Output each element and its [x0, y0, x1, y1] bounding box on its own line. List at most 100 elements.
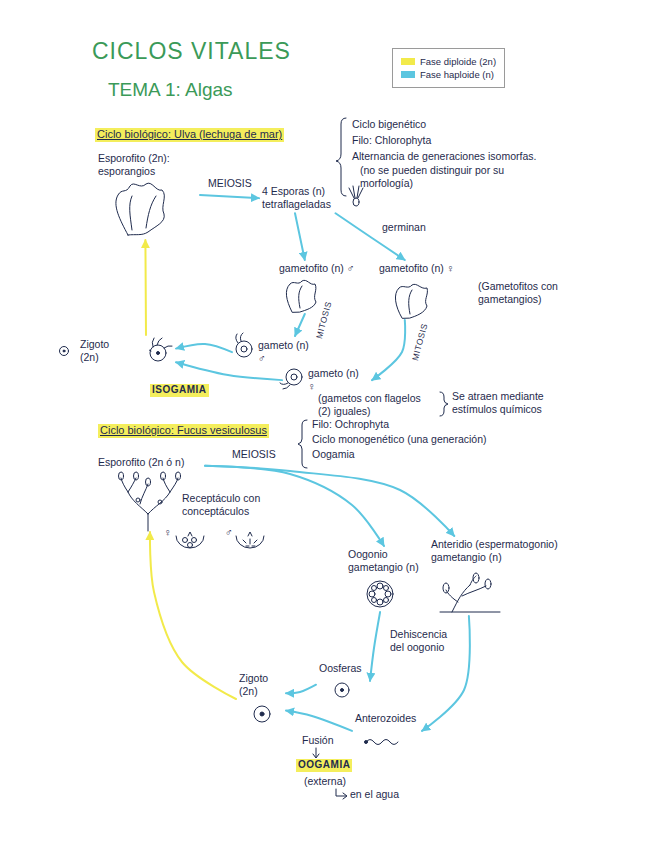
ulva-sporophyte-drawing: [130, 196, 132, 230]
note: Ciclo bigenético: [352, 118, 426, 131]
subtitle: TEMA 1: Algas: [108, 78, 233, 102]
conceptacle-drawing: [236, 536, 264, 548]
note: Filo: Ochrophyta: [312, 418, 389, 431]
antheridium-drawing: [446, 576, 486, 612]
stage-node: Anteridio (espermatogonio) gametangio (n…: [428, 536, 574, 616]
legend-text: Fase haploide (n): [420, 69, 494, 80]
cycle-arrow: [336, 213, 405, 260]
gametophyte-drawing: [395, 284, 427, 318]
stage-node: Esporofito (2n ó n): [95, 454, 205, 532]
stage-node: gameto (n) ♂: [232, 336, 322, 368]
gametophyte-drawing: [299, 286, 302, 308]
edge-label: MEIOSIS: [208, 177, 252, 190]
antherozoid-drawing: [366, 740, 398, 745]
antherozoid-drawing: [365, 740, 399, 745]
gamete-drawing: [280, 383, 290, 389]
legend-text: Fase diploide (2n): [420, 56, 496, 67]
gamete-drawing: [241, 346, 247, 352]
conceptacle-drawing: [176, 532, 264, 548]
zygote-drawing: [149, 338, 172, 351]
note: Fusión: [302, 734, 334, 747]
small-arrow: [313, 748, 347, 799]
note: Filo: Chlorophyta: [352, 134, 431, 147]
stage-label: Zigoto (2n): [80, 338, 118, 364]
stage-label: 4 Esporas (n) tetraflageladas: [262, 185, 346, 211]
section-heading: Ciclo biológico: Ulva (lechuga de mar): [95, 128, 284, 142]
conceptacle-drawing: [188, 532, 192, 536]
oogonium-drawing: [377, 599, 383, 605]
stage-label: Esporofito (2n ó n): [98, 456, 202, 469]
illustration: [60, 118, 501, 799]
zygote-drawing: [63, 350, 65, 352]
fucus-drawing: [119, 472, 181, 531]
cycle-arrow: [176, 362, 282, 380]
process-name: ISOGAMIA: [150, 384, 209, 397]
oosphere-drawing: [335, 683, 349, 697]
stage-label: Oogonio gametangio (n): [348, 548, 420, 574]
sex-symbol: ♀: [164, 526, 172, 539]
stage-label: Anteridio (espermatogonio) gametangio (n…: [431, 538, 571, 564]
conceptacle-drawing: [248, 532, 252, 536]
sex-symbol: ♂: [225, 526, 233, 539]
fucus-drawing: [176, 472, 181, 480]
fucus-drawing: [146, 478, 151, 486]
fucus-drawing: [158, 500, 162, 504]
edge-label: MITOSIS: [314, 300, 334, 340]
oogonium-drawing: [367, 581, 393, 607]
bracket: [440, 392, 448, 416]
small-arrow: [313, 748, 319, 758]
note: Oogamia: [312, 448, 355, 461]
connectors: [145, 195, 469, 731]
legend-item: Fase haploide (n): [401, 69, 496, 80]
oogonium-drawing: [372, 586, 377, 591]
cycle-arrow: [176, 344, 232, 352]
note: Se atraen mediante estímulos químicos: [452, 390, 566, 416]
fucus-drawing: [121, 478, 178, 531]
cycle-arrow: [286, 685, 316, 694]
note: (no se pueden distinguir por su morfolog…: [360, 164, 538, 190]
note: Alternancia de generaciones isomorfas.: [352, 150, 536, 163]
oogonium-drawing: [372, 598, 377, 603]
zygote-drawing: [157, 352, 160, 355]
edge-label: MITOSIS: [410, 322, 430, 362]
spore-drawing: [353, 198, 359, 206]
part-label: Receptáculo con conceptáculos: [182, 492, 274, 518]
edge-label: germinan: [382, 221, 426, 234]
antheridium-drawing: [440, 573, 500, 612]
process-name: OOGAMIA: [296, 759, 352, 772]
conceptacle-drawing: [192, 538, 197, 543]
oosphere-drawing: [335, 683, 349, 697]
edge-label: MEIOSIS: [232, 448, 276, 461]
cycle-arrow: [144, 240, 147, 335]
stage-label: Zigoto (2n): [239, 672, 283, 698]
cycle-arrow: [200, 195, 259, 198]
stage-node: gametofito (n) ♀: [376, 260, 472, 320]
antheridium-drawing: [443, 583, 449, 593]
fucus-drawing: [119, 472, 124, 480]
note: (externa): [304, 775, 346, 788]
stage-label: gametofito (n) ♀: [379, 262, 469, 275]
zygote-drawing: [150, 345, 166, 361]
zygote-drawing: [60, 338, 173, 361]
page-title: CICLOS VITALES: [92, 38, 291, 65]
conceptacle-drawing: [183, 538, 188, 543]
stage-node: Zigoto (2n): [236, 670, 286, 728]
conceptacle-drawing: [188, 543, 193, 548]
ulva-sporophyte-drawing: [116, 183, 164, 235]
legend-swatch: [401, 71, 415, 78]
antheridium-drawing: [485, 579, 491, 589]
gametophyte-drawing: [286, 280, 427, 318]
stage-node: 4 Esporas (n) tetraflageladas: [259, 183, 349, 213]
stage-node: Zigoto (2n): [76, 335, 176, 369]
cycle-arrow: [372, 320, 405, 380]
note: Ciclo monogenético (una generación): [312, 433, 487, 446]
conceptacle-drawing: [176, 536, 204, 548]
legend-item: Fase diploide (2n): [401, 56, 496, 67]
section-heading: Ciclo biológico: Fucus vesiculosus: [98, 424, 269, 438]
oogonium-drawing: [377, 583, 383, 589]
stage-node: Oogonio gametangio (n): [345, 546, 423, 612]
gamete-drawing: [286, 369, 302, 385]
stage-label: gametofito (n) ♂: [279, 262, 369, 275]
bracket: [298, 420, 307, 468]
